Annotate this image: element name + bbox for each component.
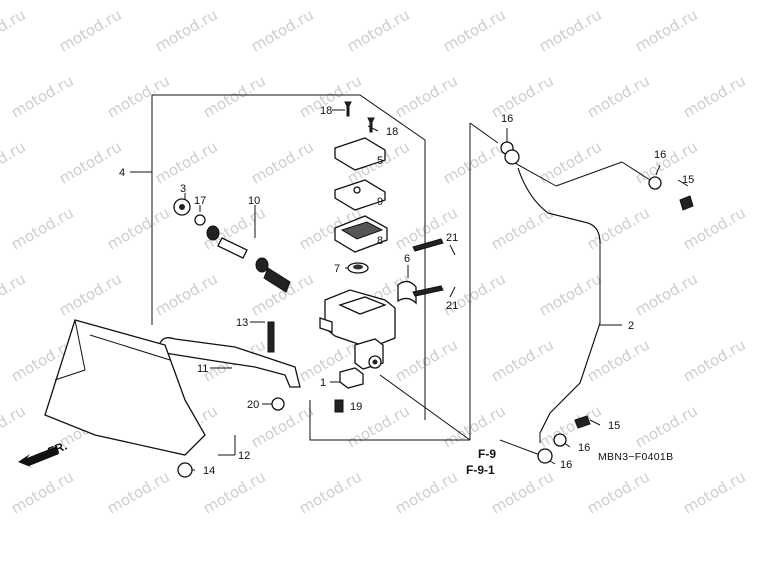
callout-6: 6 [404, 253, 410, 265]
callout-4: 4 [119, 167, 125, 179]
callout-18a: 18 [320, 105, 332, 117]
callout-16a: 16 [501, 113, 513, 125]
callout-16c: 16 [578, 442, 590, 454]
front-arrow [18, 446, 59, 468]
callout-15b: 15 [608, 420, 620, 432]
callout-1: 1 [320, 377, 326, 389]
callout-9: 9 [377, 196, 383, 208]
reservoir-cap-group [334, 101, 388, 274]
brake-hose [500, 141, 694, 464]
callout-18b: 18 [386, 126, 398, 138]
callout-17: 17 [194, 195, 206, 207]
master-cylinder-body [319, 238, 444, 413]
front-label: FR. [46, 439, 69, 459]
callout-16b: 16 [654, 149, 666, 161]
callout-5: 5 [377, 155, 383, 167]
callout-11: 11 [197, 363, 208, 375]
callout-14: 14 [203, 465, 215, 477]
callout-8: 8 [377, 235, 383, 247]
callout-15a: 15 [682, 174, 694, 186]
piston-kit [173, 198, 291, 293]
callout-labels: 18 18 5 4 3 17 10 9 8 21 6 7 21 13 11 1 … [46, 105, 694, 477]
callout-7: 7 [334, 263, 340, 275]
callout-21a: 21 [446, 232, 458, 244]
callout-16d: 16 [560, 459, 572, 471]
callout-10: 10 [248, 195, 260, 207]
callout-13: 13 [236, 317, 248, 329]
ref-f9-1: F-9-1 [466, 463, 495, 477]
callout-2: 2 [628, 320, 634, 332]
diagram-code: MBN3−F0401B [598, 451, 673, 463]
callout-19: 19 [350, 401, 362, 413]
callout-21b: 21 [446, 300, 458, 312]
assembly-bracket-outline [130, 94, 470, 441]
lever-guard [44, 319, 206, 478]
callout-20: 20 [247, 399, 259, 411]
ref-f9: F-9 [478, 447, 496, 461]
callout-3: 3 [180, 183, 186, 195]
callout-12: 12 [238, 450, 250, 462]
